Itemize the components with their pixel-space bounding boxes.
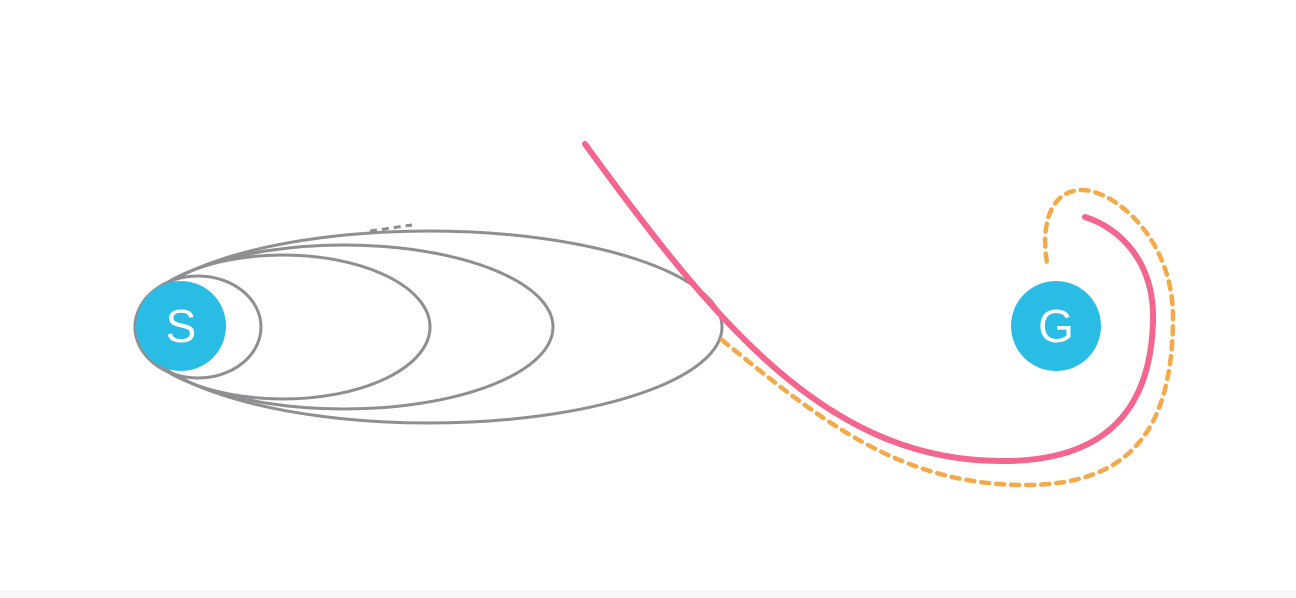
start-node: S	[136, 281, 226, 371]
goal-node-circle	[1011, 281, 1101, 371]
dotted-path	[719, 187, 1176, 488]
bottom-strip	[0, 590, 1296, 598]
goal-node: G	[1011, 281, 1101, 371]
trajectory-curve	[582, 141, 1157, 465]
start-node-circle	[136, 281, 226, 371]
start-node-label: S	[166, 300, 197, 352]
ellipse-loop-4	[134, 229, 724, 425]
goal-node-label: G	[1038, 300, 1074, 352]
ellipse-group	[133, 229, 724, 425]
